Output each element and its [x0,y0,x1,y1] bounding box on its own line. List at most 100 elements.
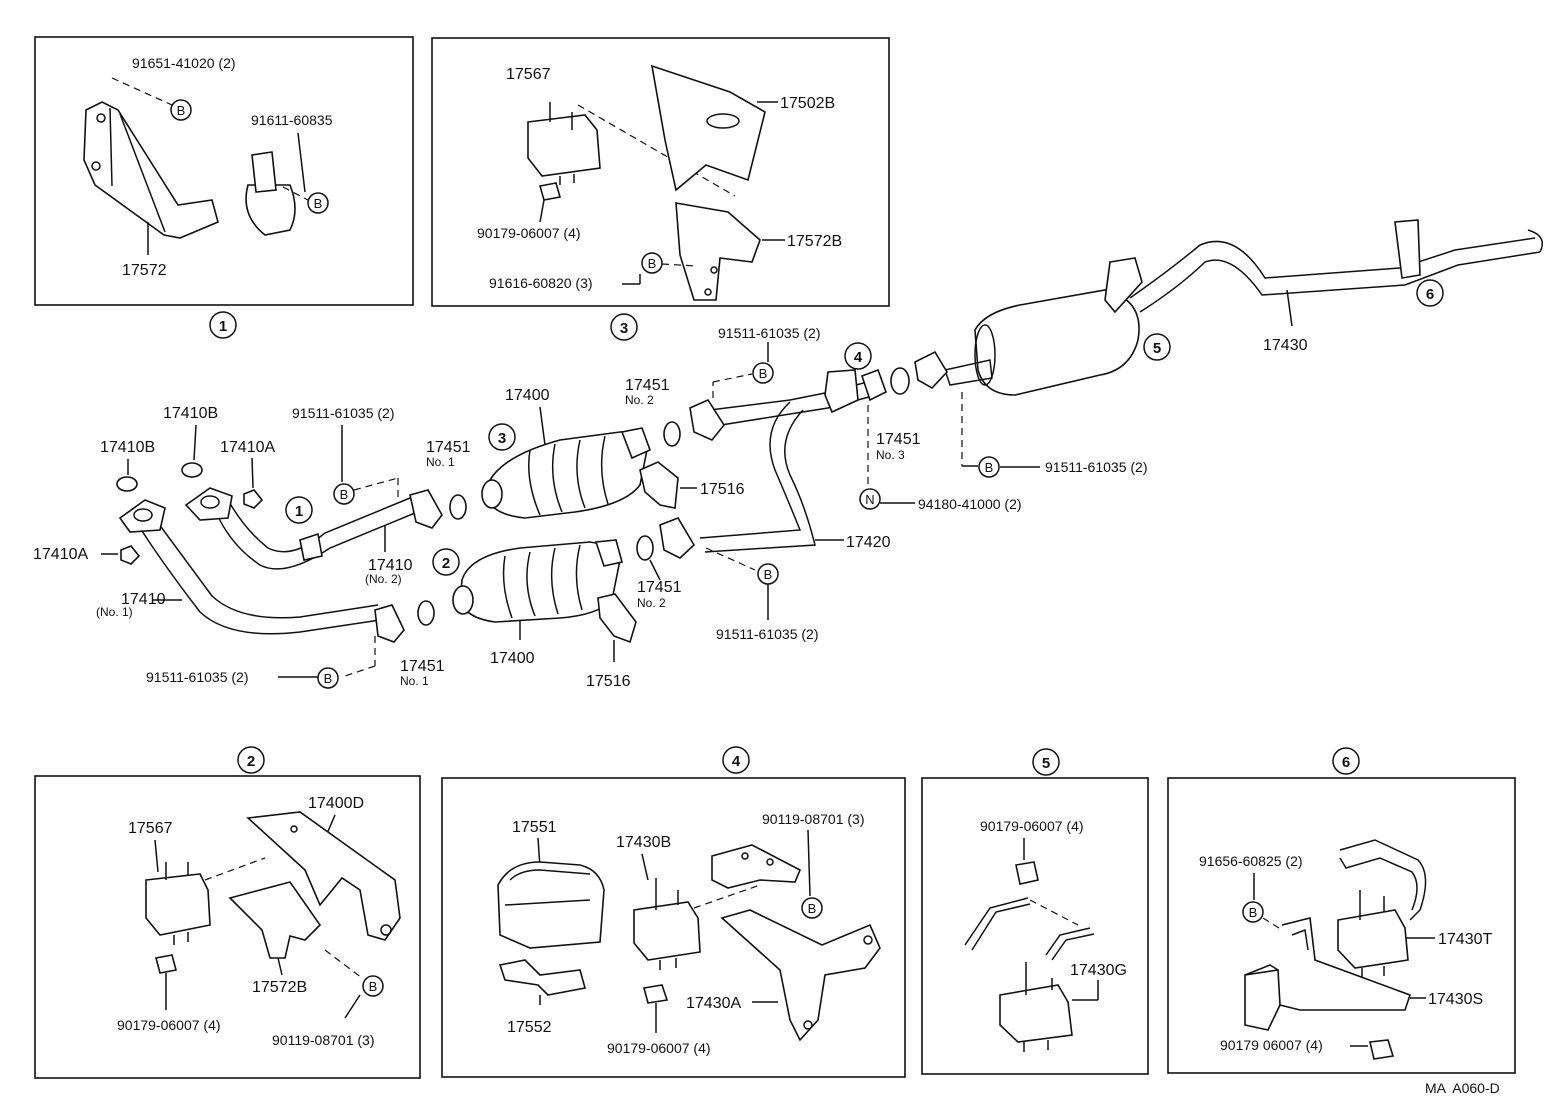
label-17567: 17567 [128,820,173,837]
label-90119-08701: 90119-08701 (3) [762,811,864,827]
hanger-6 [1394,219,1421,279]
flange-upper [689,398,725,441]
label-17430b: 17430B [616,834,671,851]
rubber-mount-17567 [527,114,601,177]
frame-rail [964,897,1031,951]
marker-b: B [1242,901,1264,923]
panel-4: 17551 17552 17430B 90179-06007 (4) 90119… [441,777,906,1078]
marker-b: B [307,192,329,214]
svg-text:3: 3 [498,430,506,447]
panel-1-number: 1 [209,311,237,339]
callout-4: 4 [844,342,872,370]
label-no1-pipe: (No. 1) [96,605,133,619]
svg-text:B: B [764,567,773,582]
panel-3: 17567 90179-06007 (4) 17502B 17572B 9161… [431,37,890,307]
label-17410-no1: 17410 [121,591,166,608]
marker-b: B [752,362,774,384]
panel-4-frame [441,777,906,1078]
gasket-17451-no1-upper [449,494,467,520]
panel-1: 91651-41020 (2) B 17572 91611-60835 B [34,36,414,306]
gasket-17451-no1-lower [417,600,435,626]
label-17430s: 17430S [1428,991,1483,1008]
nut-17410a-b [243,489,264,509]
label-no2-a: No. 2 [625,393,654,407]
panel-6-frame [1167,777,1516,1074]
label-17400-b: 17400 [490,650,535,667]
flange-lower [659,517,696,559]
svg-text:5: 5 [1153,340,1161,357]
label-17567: 17567 [506,66,551,83]
label-17410a-a: 17410A [33,546,88,563]
label-90179-06007: 90179-06007 (4) [117,1017,221,1033]
label-17430a: 17430A [686,995,741,1012]
panel-3-frame [431,37,890,307]
marker-b: B [170,99,192,121]
svg-text:B: B [808,901,817,916]
svg-text:B: B [177,103,186,118]
label-17451-no3: 17451 [876,431,921,448]
rubber-mount-17430b [633,901,701,961]
label-17430: 17430 [1263,337,1308,354]
pipe-clamp [245,184,296,236]
bracket-upper [711,844,802,889]
label-91511-top-left: 91511-61035 (2) [292,405,394,421]
svg-text:6: 6 [1426,286,1434,303]
marker-b: B [333,483,355,505]
svg-text:B: B [324,671,333,686]
nut [1015,861,1039,885]
label-17451-no2-b: 17451 [637,579,682,596]
bracket-17502b [650,64,766,192]
label-17572: 17572 [122,262,167,279]
label-17516-b: 17516 [586,673,631,690]
label-17516-a: 17516 [700,481,745,498]
gasket-17451-no2-lower [636,535,654,561]
nut [1369,1039,1395,1060]
drawing-code: MA A060-D [1425,1080,1500,1096]
hanger-4 [824,369,859,414]
svg-text:B: B [648,256,657,271]
muffler-flange [914,350,948,390]
label-17430g: 17430G [1070,962,1127,979]
svg-text:B: B [1249,905,1258,920]
label-17410-no2: 17410 [368,557,413,574]
gasket-17451-no3 [890,367,910,395]
label-91656-60825: 91656-60825 (2) [1199,853,1303,869]
svg-text:6: 6 [1342,754,1350,771]
svg-text:5: 5 [1042,755,1050,772]
svg-text:B: B [314,196,323,211]
label-91511-right: 91511-61035 (2) [1045,459,1147,475]
bracket-17572b [228,881,322,959]
label-17572b: 17572B [787,233,842,250]
callout-2: 2 [432,548,460,576]
bracket-17551 [497,861,605,949]
muffler [974,289,1140,396]
muffler-hanger [1104,257,1143,314]
gasket-17410b-a [116,476,138,492]
callout-3: 3 [488,423,516,451]
panel-1-frame [34,36,414,306]
nut [155,954,177,974]
label-17451-no1-a: 17451 [426,439,471,456]
exhaust-pipe-17410-no1 [134,511,381,635]
panel-3-number: 3 [610,313,638,341]
label-17410a-b: 17410A [220,439,275,456]
label-17400d: 17400D [308,795,364,812]
panel-5-frame [921,777,1149,1075]
panel-6: 91656-60825 (2) B 17430T 17430S 90179 06… [1167,777,1516,1074]
label-17502b: 17502B [780,95,835,112]
bracket-17516-upper [639,461,679,509]
svg-text:1: 1 [295,503,303,520]
rubber-mount-17567 [145,873,211,936]
panel-2-frame [34,775,421,1079]
label-no3: No. 3 [876,448,905,462]
bracket-17430a [720,909,881,1042]
nut-17410a-a [120,545,141,565]
callout-1: 1 [285,496,313,524]
rubber-mount-17430t [1337,909,1409,969]
label-91611-60835: 91611-60835 [251,112,333,128]
label-90119-08701: 90119-08701 (3) [272,1032,374,1048]
panel-4-number: 4 [722,746,750,774]
bracket-17400d [246,811,401,941]
panel-5: 90179-06007 (4) 17430G [921,777,1149,1075]
label-17451-no1-b: 17451 [400,658,445,675]
